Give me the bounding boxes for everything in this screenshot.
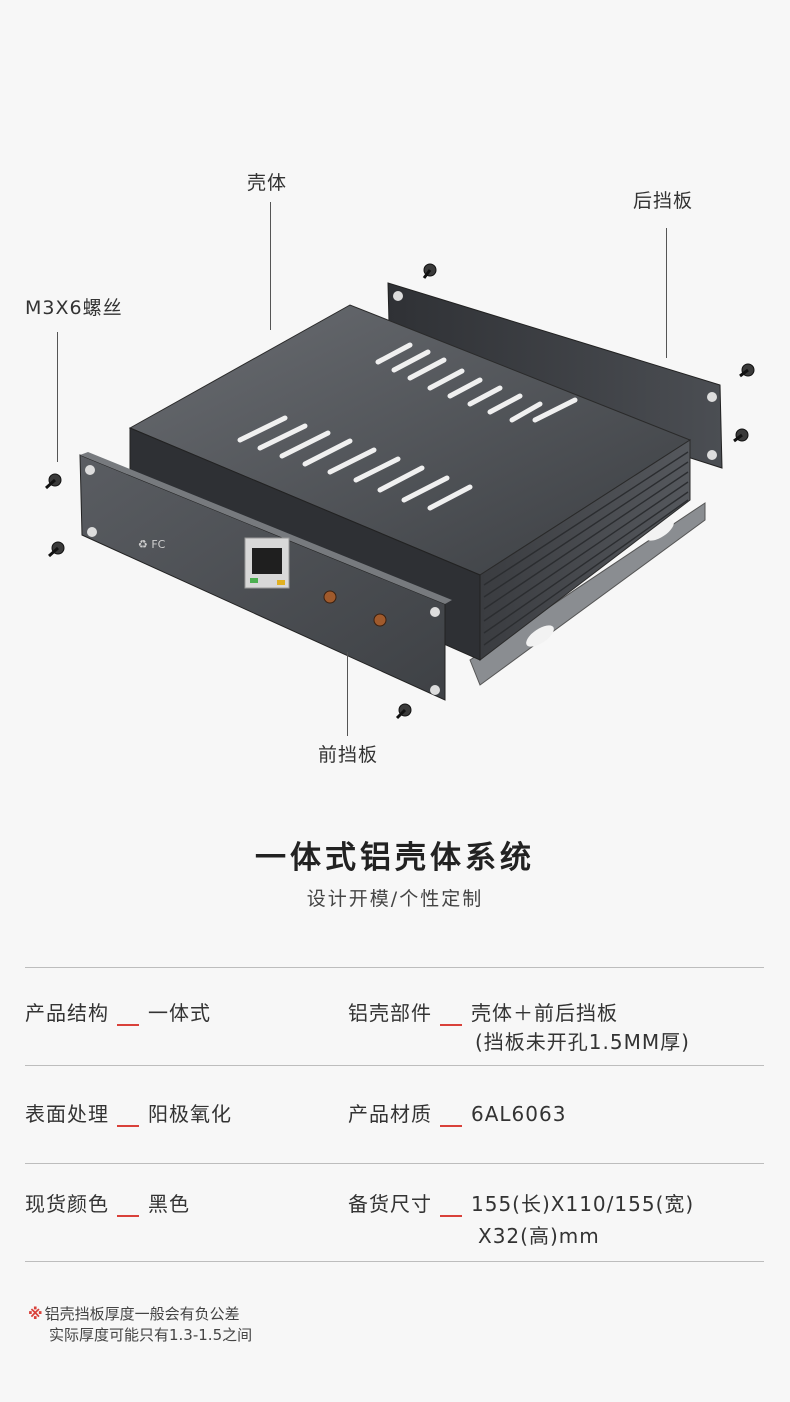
spec-value: 一体式 [148, 1001, 211, 1025]
spec-label: 现货颜色 [25, 1192, 109, 1216]
page-title: 一体式铝壳体系统 [255, 840, 535, 876]
callout-screw: M3X6螺丝 [25, 297, 123, 319]
svg-text:♻ FC: ♻ FC [138, 538, 166, 551]
spec-value-line2: (挡板未开孔1.5MM厚) [475, 1030, 690, 1054]
spec-separator [117, 1215, 139, 1217]
spec-separator [440, 1024, 462, 1026]
spec-label: 产品结构 [25, 1001, 109, 1025]
spec-value: 阳极氧化 [148, 1102, 232, 1126]
spec-item: 铝壳部件 壳体＋前后挡板 [348, 997, 618, 1026]
spec-value: 6AL6063 [471, 1102, 567, 1126]
note-line1: 铝壳挡板厚度一般会有负公差 [44, 1305, 240, 1323]
callout-screw-line [57, 332, 58, 462]
enclosure-illustration: ♻ FC [45, 263, 755, 720]
spec-separator [117, 1125, 139, 1127]
note-line2: 实际厚度可能只有1.3-1.5之间 [49, 1326, 253, 1344]
vent-slots [237, 342, 578, 511]
spec-separator [440, 1125, 462, 1127]
spec-item: 产品材质 6AL6063 [348, 1098, 566, 1127]
divider [25, 1261, 764, 1262]
callout-rear-panel: 后挡板 [633, 190, 694, 212]
page-subtitle: 设计开模/个性定制 [306, 888, 484, 910]
callout-shell: 壳体 [247, 172, 288, 194]
divider [25, 1065, 764, 1066]
spec-label: 表面处理 [25, 1102, 109, 1126]
divider [25, 967, 764, 968]
spec-value: 壳体＋前后挡板 [471, 1001, 618, 1025]
note-mark: ※ [28, 1305, 43, 1323]
spec-label: 备货尺寸 [348, 1192, 432, 1216]
front-panel-graphic: ♻ FC [79, 452, 452, 701]
spec-item: 备货尺寸 155(长)X110/155(宽) [348, 1188, 694, 1217]
tolerance-note: ※铝壳挡板厚度一般会有负公差 实际厚度可能只有1.3-1.5之间 [28, 1304, 252, 1346]
spec-value-line2: X32(高)mm [478, 1224, 600, 1248]
spec-value: 155(长)X110/155(宽) [471, 1192, 695, 1216]
spec-separator [440, 1215, 462, 1217]
divider [25, 1163, 764, 1164]
spec-label: 产品材质 [348, 1102, 432, 1126]
spec-separator [117, 1024, 139, 1026]
spec-item: 产品结构 一体式 [25, 997, 211, 1026]
spec-label: 铝壳部件 [348, 1001, 432, 1025]
spec-item: 现货颜色 黑色 [25, 1188, 190, 1217]
spec-value: 黑色 [148, 1192, 190, 1216]
spec-item: 表面处理 阳极氧化 [25, 1098, 232, 1127]
callout-front-panel: 前挡板 [318, 744, 379, 766]
screw-graphics [45, 263, 755, 720]
callout-rear-panel-line [666, 228, 667, 358]
callout-front-panel-line [347, 652, 348, 736]
callout-shell-line [270, 202, 271, 330]
